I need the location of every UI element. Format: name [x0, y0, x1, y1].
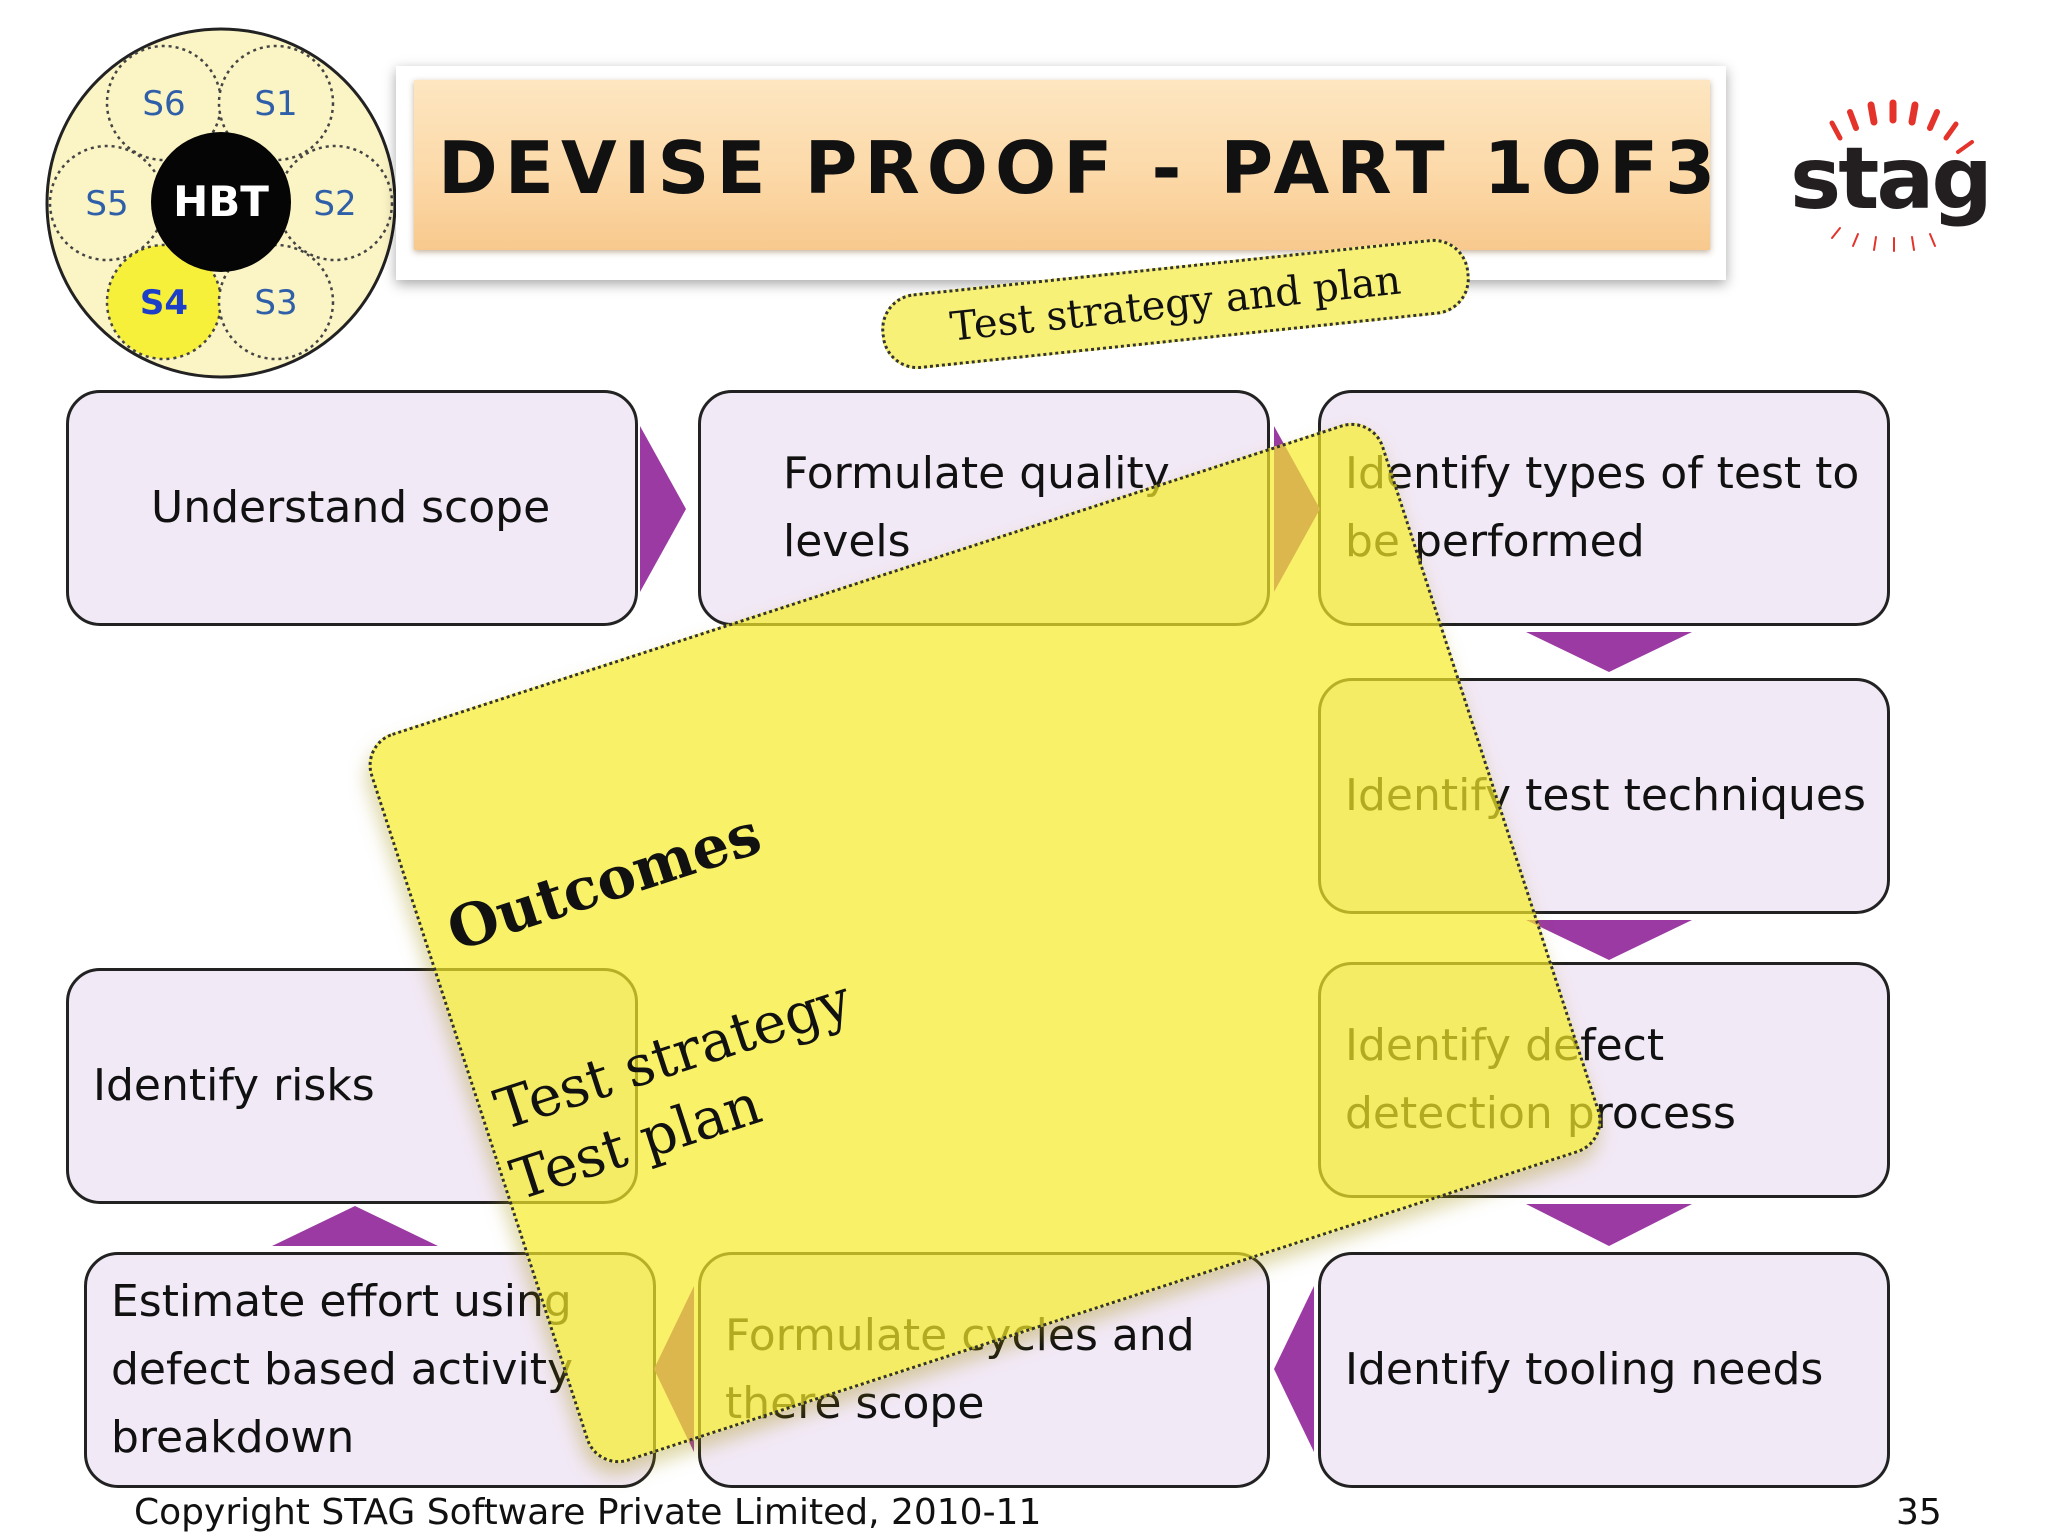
- copyright-text: Copyright STAG Software Private Limited,…: [134, 1492, 1042, 1533]
- stage-s5[interactable]: S5: [48, 144, 166, 262]
- stage-label-s2: S2: [313, 184, 356, 224]
- step-label: Understand scope: [151, 482, 551, 533]
- stage-s1[interactable]: S1: [217, 44, 335, 162]
- stag-logo: stag: [1790, 99, 1993, 252]
- slide-title: DEVISE PROOF - PART 1OF3: [438, 126, 1723, 210]
- stage-label-s4: S4: [140, 283, 188, 323]
- step-label: Formulate quality levels: [783, 448, 1170, 567]
- stage-s2[interactable]: S2: [276, 144, 394, 262]
- logo-text: stag: [1790, 129, 1990, 229]
- arrow-up-icon: [272, 1206, 438, 1246]
- arrow-down-icon: [1526, 632, 1692, 672]
- arrow-left-icon: [1274, 1286, 1314, 1452]
- hbt-stage-wheel: S6 S1 S5 S2 S4 S3 HBT: [45, 27, 397, 379]
- logo-sunburst-icon: [1829, 99, 1974, 252]
- step-label: Identify tooling needs: [1345, 1344, 1824, 1395]
- step-understand-scope[interactable]: Understand scope: [66, 390, 638, 626]
- step-identify-tooling-needs[interactable]: Identify tooling needs: [1318, 1252, 1890, 1488]
- step-label: Identify risks: [93, 1060, 375, 1111]
- step-label: Identify types of test to be performed: [1345, 448, 1860, 567]
- stage-label-s3: S3: [254, 283, 297, 323]
- stage-label-s6: S6: [142, 84, 185, 124]
- arrow-right-icon: [640, 426, 686, 592]
- arrow-down-icon: [1526, 1204, 1692, 1246]
- arrow-down-icon: [1526, 920, 1692, 960]
- hbt-center[interactable]: HBT: [151, 132, 291, 272]
- stage-label-s1: S1: [254, 84, 297, 124]
- hbt-label: HBT: [173, 177, 269, 226]
- stage-s6[interactable]: S6: [105, 44, 223, 162]
- stage-label-s5: S5: [85, 184, 128, 224]
- page-number: 35: [1896, 1492, 1942, 1533]
- title-banner: [414, 80, 1710, 250]
- step-label: Estimate effort using defect based activ…: [111, 1276, 573, 1463]
- stage-s3[interactable]: S3: [217, 243, 335, 361]
